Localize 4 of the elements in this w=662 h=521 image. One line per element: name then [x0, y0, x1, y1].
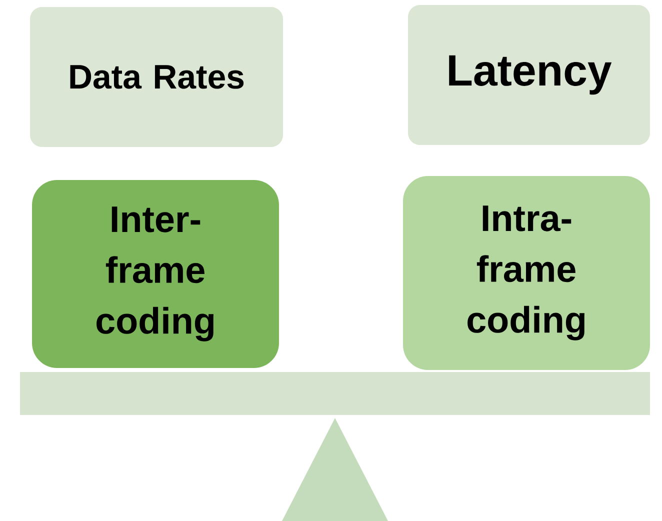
label-box: Data Rates	[30, 7, 283, 147]
weight-box: Inter- frame coding	[32, 180, 279, 368]
label-box: Latency	[408, 5, 650, 145]
weight-box: Intra- frame coding	[403, 176, 650, 370]
